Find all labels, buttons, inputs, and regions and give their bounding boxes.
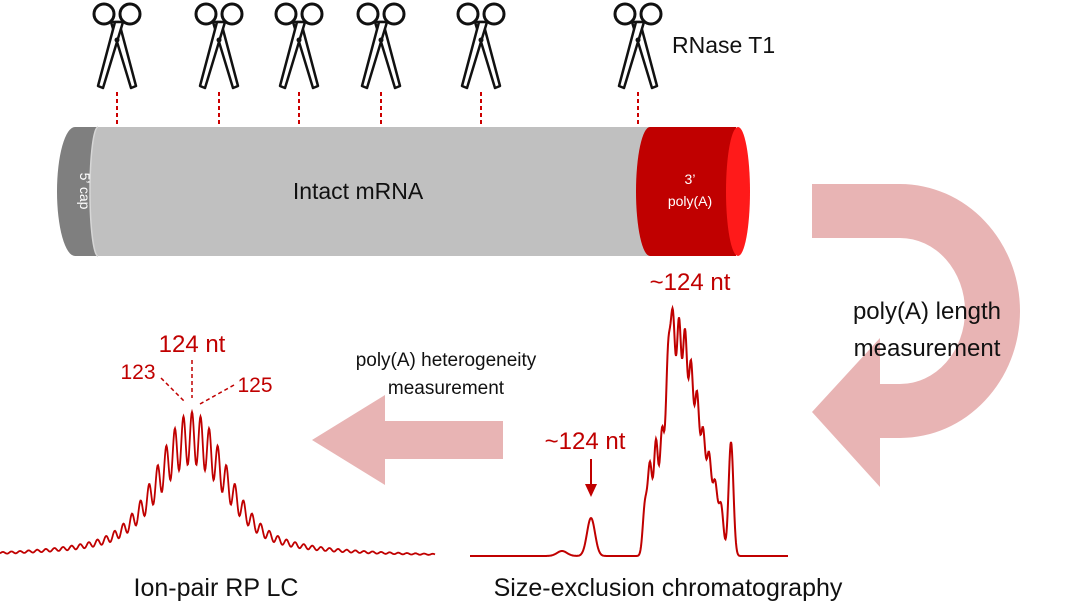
sec-caption: Size-exclusion chromatography bbox=[494, 574, 843, 602]
mrna-label: Intact mRNA bbox=[293, 178, 424, 204]
scissors-icon bbox=[356, 2, 406, 90]
poly-a-tail bbox=[636, 127, 736, 256]
left-arrow bbox=[312, 395, 503, 485]
length-step-line1: poly(A) length bbox=[853, 298, 1001, 325]
cap-label: 5’ cap bbox=[77, 173, 93, 210]
mrna-body bbox=[85, 127, 660, 256]
sec-chromatogram-trace bbox=[470, 304, 788, 557]
iprp-left-label: 123 bbox=[120, 361, 155, 384]
scissors-icon bbox=[194, 2, 244, 90]
tail-end-cap bbox=[726, 127, 750, 256]
iprp-center-label: 124 nt bbox=[159, 331, 226, 358]
u-turn-arrow bbox=[812, 184, 1020, 487]
mrna-cylinder bbox=[56, 126, 750, 257]
iprp-chromatogram-trace bbox=[0, 408, 436, 556]
cap-segment bbox=[56, 127, 98, 256]
scissors-icon bbox=[92, 2, 142, 90]
scissors-icon bbox=[613, 2, 663, 90]
scissors-icon bbox=[456, 2, 506, 90]
iprp-label-leaders bbox=[160, 360, 235, 405]
tail-label-line2: poly(A) bbox=[668, 193, 712, 209]
tail-label-line1: 3’ bbox=[685, 171, 696, 187]
hetero-step-line1: poly(A) heterogeneity bbox=[356, 350, 537, 371]
iprp-caption: Ion-pair RP LC bbox=[134, 574, 299, 602]
iprp-right-label: 125 bbox=[237, 374, 272, 397]
length-step-line2: measurement bbox=[854, 335, 1001, 362]
scissors-row bbox=[92, 2, 663, 127]
cap-boundary bbox=[89, 126, 99, 257]
sec-peak-label: ~124 nt bbox=[545, 428, 626, 455]
hetero-step-line2: measurement bbox=[388, 378, 505, 399]
scissors-icon bbox=[274, 2, 324, 90]
tail-length-label: ~124 nt bbox=[650, 269, 731, 296]
sec-peak-arrow bbox=[585, 459, 597, 497]
enzyme-label: RNase T1 bbox=[672, 32, 775, 58]
